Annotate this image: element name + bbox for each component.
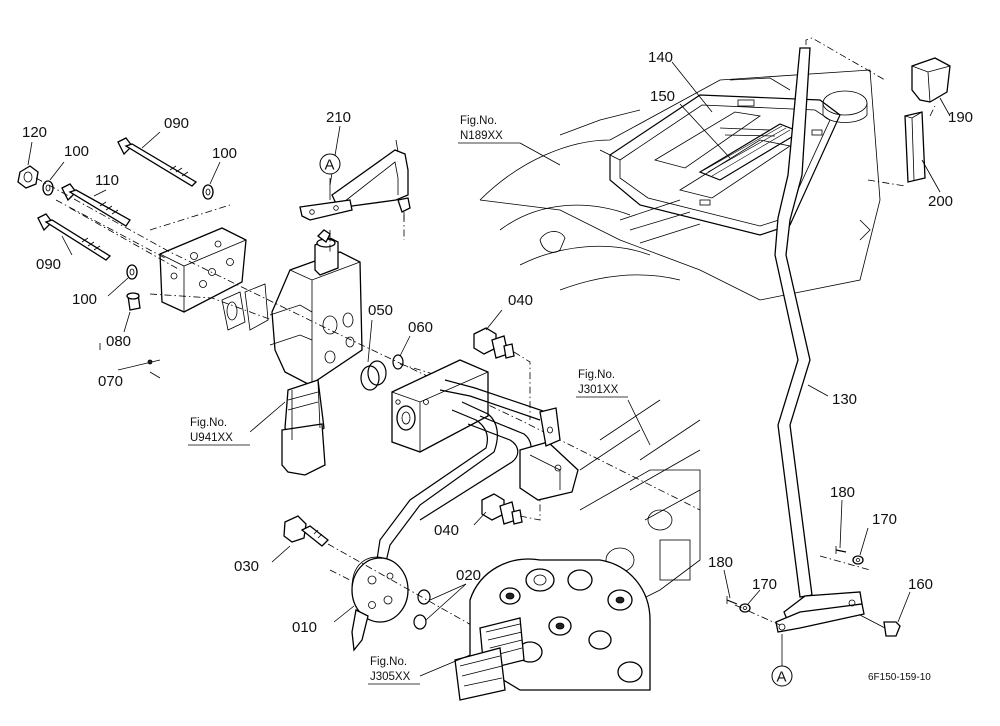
fig-ref-n189-label: Fig.No. xyxy=(460,115,497,127)
label-210: 210 xyxy=(326,109,351,126)
fig-ref-j301-label: Fig.No. xyxy=(578,369,615,381)
washer-100-left xyxy=(42,180,54,196)
lever-axis-line xyxy=(805,37,886,81)
svg-text:A: A xyxy=(325,157,335,174)
label-150: 150 xyxy=(650,88,675,105)
label-170-left: 170 xyxy=(752,576,777,593)
cover-plate xyxy=(159,227,247,313)
label-080: 080 xyxy=(106,333,131,350)
hydraulic-pump xyxy=(454,558,651,701)
label-200: 200 xyxy=(928,193,953,210)
label-100-lower: 100 xyxy=(72,291,97,308)
lever-grip-tube xyxy=(904,111,926,183)
control-valve-body xyxy=(269,229,363,476)
flange-010 xyxy=(351,556,409,652)
label-130: 130 xyxy=(832,391,857,408)
fig-ref-u941-code: U941XX xyxy=(190,432,233,444)
label-040-bottom: 040 xyxy=(434,522,459,539)
label-120: 120 xyxy=(22,124,47,141)
o-ring-020 xyxy=(413,589,431,630)
flange-axis-lines xyxy=(327,543,481,631)
label-020: 020 xyxy=(456,567,481,584)
label-180-left: 180 xyxy=(708,554,733,571)
bolt-090-top xyxy=(117,137,198,187)
fig-ref-n189-code: N189XX xyxy=(460,130,503,142)
washer-170-left xyxy=(739,603,751,613)
label-160: 160 xyxy=(908,576,933,593)
bolt-030 xyxy=(283,515,329,547)
figure-references: Fig.No. N189XX Fig.No. U941XX Fig.No. J3… xyxy=(188,115,628,685)
pin-180-right xyxy=(835,546,847,554)
banjo-bolt-040-bottom xyxy=(481,493,523,525)
leader-lines xyxy=(27,61,951,677)
label-070: 070 xyxy=(98,373,123,390)
label-110: 110 xyxy=(95,172,119,189)
pin-180-left xyxy=(726,596,738,605)
pin-axis-lines xyxy=(734,555,871,626)
svg-text:A: A xyxy=(777,669,787,686)
mounting-bracket xyxy=(299,139,411,221)
label-090-bottom: 090 xyxy=(36,256,61,273)
label-170-right: 170 xyxy=(872,511,897,528)
washer-170-right xyxy=(852,555,864,565)
fig-ref-u941-label: Fig.No. xyxy=(190,417,227,429)
label-060: 060 xyxy=(408,319,433,336)
bolt-090-bottom xyxy=(37,213,112,261)
fig-ref-j305-code: J305XX xyxy=(370,671,411,683)
label-010: 010 xyxy=(292,619,317,636)
hydraulic-pipes xyxy=(375,379,547,571)
valve-gasket xyxy=(221,283,269,331)
shift-lever xyxy=(774,47,865,633)
washer-100-lower xyxy=(126,264,138,280)
lever-knob xyxy=(911,57,951,103)
plug-080 xyxy=(126,292,141,311)
washer-100-right xyxy=(202,184,214,200)
bolt-axis-lines xyxy=(513,351,541,521)
label-050: 050 xyxy=(368,302,393,319)
nut-120 xyxy=(17,165,39,189)
bolt-110 xyxy=(61,183,131,227)
fig-ref-j301-code: J301XX xyxy=(578,384,619,396)
fig-ref-j305-label: Fig.No. xyxy=(370,656,407,668)
label-140: 140 xyxy=(648,49,673,66)
knob-axis-line xyxy=(867,105,936,187)
drawing-code: 6F150-159-10 xyxy=(868,672,931,683)
lever-pivot-bolt xyxy=(859,614,901,637)
label-100-right: 100 xyxy=(212,145,237,162)
pipe-bracket xyxy=(519,407,579,501)
assembly-axes xyxy=(35,177,701,511)
marker-a-top: A xyxy=(319,153,341,175)
label-090-top: 090 xyxy=(164,115,189,132)
label-190: 190 xyxy=(948,109,973,126)
valve-adapter-block xyxy=(391,359,489,453)
part-callouts: 120 100 090 100 110 090 100 080 070 210 … xyxy=(22,49,973,636)
o-ring-050 xyxy=(360,360,387,391)
banjo-bolt-040-top xyxy=(473,327,515,359)
console-housing xyxy=(479,69,881,301)
label-100-left: 100 xyxy=(64,143,89,160)
label-180-right: 180 xyxy=(830,484,855,501)
o-ring-060 xyxy=(392,354,404,370)
label-040-top: 040 xyxy=(508,292,533,309)
shift-guide-plate xyxy=(698,123,802,181)
label-030: 030 xyxy=(234,558,259,575)
marker-a-bottom: A xyxy=(771,665,793,687)
